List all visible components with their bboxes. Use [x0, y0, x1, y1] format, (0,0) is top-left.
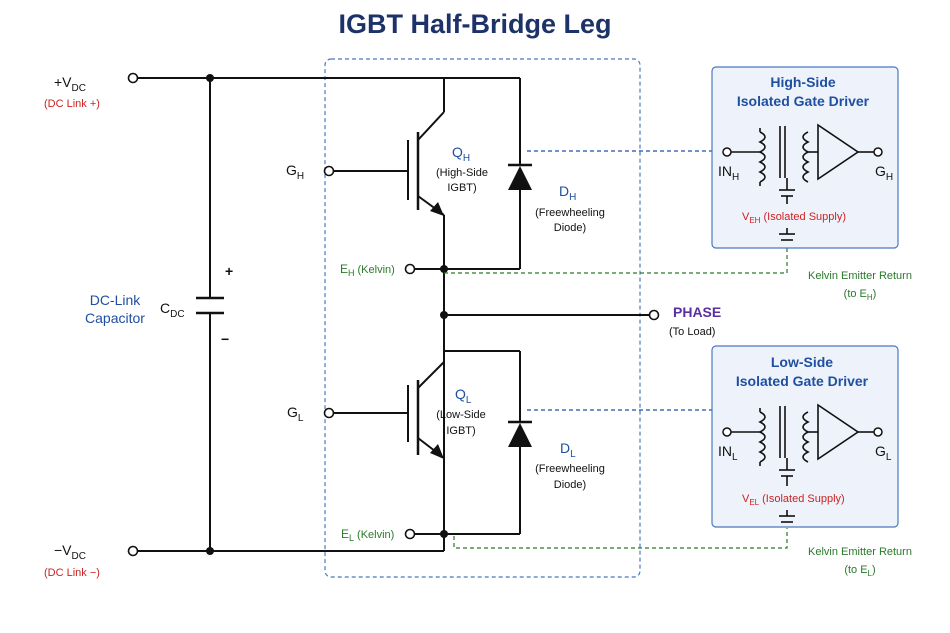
capacitor-name-2: Capacitor — [85, 310, 145, 326]
page-title: IGBT Half-Bridge Leg — [338, 9, 611, 39]
d-h-desc-1: (Freewheeling — [535, 207, 605, 219]
kelvin-return-h-line1: Kelvin Emitter Return — [808, 270, 912, 282]
high-side-igbt — [334, 78, 445, 540]
igbt-module-boundary — [324, 58, 641, 578]
driver-h-input-terminal — [722, 147, 732, 157]
kelvin-return-l-line1: Kelvin Emitter Return — [808, 546, 912, 558]
vdc-pos-terminal — [127, 72, 139, 84]
d-l-desc-2: Diode) — [554, 479, 586, 491]
high-side-diode — [444, 78, 532, 270]
high-side-driver-box — [711, 66, 899, 249]
q-h-label: QH — [452, 144, 470, 164]
gate-l-terminal — [323, 407, 335, 419]
kelvin-l-terminal — [404, 528, 416, 540]
phase-junction — [440, 311, 448, 319]
kelvin-return-l-line2: (to EL) — [844, 564, 875, 578]
driver-l-title-1: Low-Side — [771, 354, 833, 370]
junction-dot — [206, 74, 214, 82]
gate-signal-lines — [527, 150, 712, 411]
junction-dot — [440, 530, 448, 538]
kelvin-h-terminal — [404, 263, 416, 275]
low-side-emitter-arrow — [430, 444, 444, 459]
vdc-pos-note: (DC Link +) — [44, 98, 100, 110]
vdc-pos-label: +VDC — [54, 74, 86, 94]
driver-l-transformer — [731, 403, 874, 523]
d-l-label: DL — [560, 440, 576, 460]
kelvin-h-label: EH(Kelvin) — [340, 262, 395, 278]
gate-h-terminal — [323, 165, 335, 177]
d-h-desc-2: Diode) — [554, 222, 586, 234]
driver-l-supply-label: VEL(Isolated Supply) — [742, 493, 845, 507]
kelvin-return-h-line2: (to EH) — [844, 288, 877, 302]
driver-l-title-2: Isolated Gate Driver — [736, 373, 869, 389]
d-l-desc-1: (Freewheeling — [535, 463, 605, 475]
capacitor-plus-sign: + — [225, 263, 233, 279]
low-side-diode-triangle — [508, 423, 532, 447]
kelvin-l-label: EL(Kelvin) — [341, 527, 394, 543]
gate-h-label: GH — [286, 162, 304, 182]
capacitor-ref: CDC — [160, 300, 185, 320]
driver-l-output-terminal — [873, 427, 883, 437]
high-side-emitter-arrow — [430, 202, 444, 216]
q-h-desc-2: IGBT) — [447, 182, 476, 194]
gate-l-label: GL — [287, 404, 304, 424]
dc-link-capacitor — [196, 296, 224, 315]
rail-wires — [137, 77, 520, 552]
high-side-diode-triangle — [508, 166, 532, 190]
driver-h-output-terminal — [873, 147, 883, 157]
driver-h-supply-label: VEH(Isolated Supply) — [742, 211, 846, 225]
driver-h-out-label: GH — [875, 163, 893, 183]
q-l-label: QL — [455, 386, 472, 406]
driver-l-out-label: GL — [875, 443, 892, 463]
driver-h-transformer — [731, 123, 874, 241]
q-l-desc-1: (Low-Side — [436, 409, 486, 421]
d-h-label: DH — [559, 183, 576, 203]
q-l-desc-2: IGBT) — [446, 425, 475, 437]
junction-dot — [440, 265, 448, 273]
capacitor-minus-sign: − — [221, 331, 229, 347]
kelvin-return-lines — [444, 244, 788, 549]
low-side-diode — [444, 351, 532, 535]
driver-h-in-label: INH — [718, 163, 739, 183]
low-side-driver-box — [711, 345, 899, 528]
phase-label: PHASE — [673, 304, 721, 320]
vdc-neg-terminal — [127, 545, 139, 557]
vdc-neg-note: (DC Link −) — [44, 567, 100, 579]
driver-h-title-2: Isolated Gate Driver — [737, 93, 870, 109]
vdc-neg-label: −VDC — [54, 542, 86, 562]
junction-dot — [206, 547, 214, 555]
q-h-desc-1: (High-Side — [436, 167, 488, 179]
phase-terminal — [648, 309, 660, 321]
capacitor-name: DC-Link — [90, 292, 142, 308]
driver-h-title-1: High-Side — [770, 74, 836, 90]
phase-note: (To Load) — [669, 326, 715, 338]
driver-l-input-terminal — [722, 427, 732, 437]
low-side-igbt — [334, 350, 520, 551]
driver-l-in-label: INL — [718, 443, 738, 463]
